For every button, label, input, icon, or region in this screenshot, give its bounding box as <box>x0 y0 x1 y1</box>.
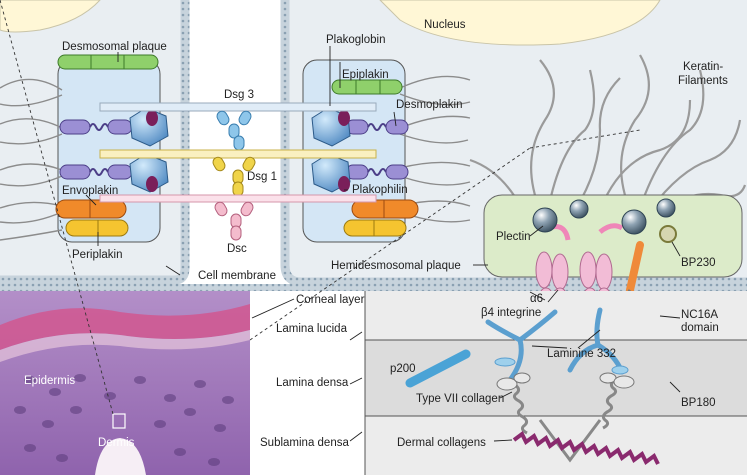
label-plakoglobin: Plakoglobin <box>326 34 385 46</box>
label-desmosomal-plaque: Desmosomal plaque <box>62 41 167 53</box>
dermal-collagen-fibril <box>512 430 660 466</box>
label-bp230: BP230 <box>681 257 716 269</box>
laminin-ends <box>494 357 629 375</box>
right-periplakin <box>343 219 407 237</box>
label-dermal-collagens: Dermal collagens <box>397 437 486 449</box>
label-epiplakin: Epiplakin <box>342 69 389 81</box>
label-dsc: Dsc <box>227 243 247 255</box>
right-envoplakin <box>351 199 419 219</box>
left-plakophilin-1 <box>146 110 158 126</box>
zone-separators <box>364 291 747 475</box>
label-p200: p200 <box>390 363 416 375</box>
label-type-vii-collagen: Type VII collagen <box>416 393 504 405</box>
basal-membrane <box>0 284 747 291</box>
zoom-lines <box>0 0 641 415</box>
left-epiplakin <box>57 54 159 70</box>
plectin-ball-4 <box>656 198 676 218</box>
left-desmoplakin-row1 <box>59 119 133 135</box>
label-beta4-integrine: β4 integrine <box>481 307 541 319</box>
label-corneal-layer: Corneal layer <box>296 294 365 306</box>
label-dermis: Dermis <box>98 437 135 449</box>
label-cell-membrane: Cell membrane <box>198 270 276 282</box>
label-alpha6: α6 <box>530 293 543 305</box>
dsg3-cadherin <box>99 102 377 151</box>
label-epidermis: Epidermis <box>24 375 75 387</box>
label-lamina-lucida: Lamina lucida <box>276 323 348 335</box>
label-plakophilin: Plakophilin <box>352 184 408 196</box>
label-keratin-1: Keratin- <box>683 61 723 73</box>
label-envoplakin: Envoplakin <box>62 185 118 197</box>
right-desmoplakin-row1 <box>345 119 409 135</box>
left-keratin-filaments <box>0 78 63 241</box>
right-epiplakin <box>331 79 403 95</box>
label-hemidesmosomal-plaque: Hemidesmosomal plaque <box>331 260 461 272</box>
bp230-ring <box>659 225 677 243</box>
label-nc16a-2: domain <box>681 322 719 334</box>
right-plakophilin-2 <box>338 176 350 192</box>
nucleus <box>379 0 661 46</box>
label-keratin-2: Filaments <box>678 75 728 87</box>
left-nucleus <box>0 0 101 33</box>
label-plectin: Plectin <box>496 231 531 243</box>
label-bp180: BP180 <box>681 397 716 409</box>
label-dsg1: Dsg 1 <box>247 171 277 183</box>
label-nc16a-1: NC16A <box>681 309 718 321</box>
label-sublamina-densa: Sublamina densa <box>260 437 349 449</box>
plectin-ball-3 <box>621 209 647 235</box>
leader-lines <box>85 46 681 442</box>
label-laminine-332: Laminine 332 <box>547 348 616 360</box>
laminin-332-left <box>485 309 558 383</box>
dsc-cadherin <box>99 194 377 241</box>
label-dsg3: Dsg 3 <box>224 89 254 101</box>
collagen-anchors <box>496 372 635 391</box>
tissue-section <box>0 291 250 475</box>
label-nucleus: Nucleus <box>424 19 466 31</box>
p200 <box>405 349 471 388</box>
plectin-ball-1 <box>532 207 558 233</box>
type-vii-collagen <box>512 378 618 463</box>
right-keratin-filaments <box>399 75 471 223</box>
right-plakophilin-1 <box>338 110 350 126</box>
plectin-ball-2 <box>569 199 589 219</box>
left-plakophilin-2 <box>146 176 158 192</box>
label-periplakin: Periplakin <box>72 249 123 261</box>
label-lamina-densa: Lamina densa <box>276 377 349 389</box>
left-desmoplakin-row2 <box>59 164 133 180</box>
left-envoplakin <box>55 199 127 219</box>
right-desmoplakin-row2 <box>345 164 409 180</box>
left-periplakin <box>65 219 129 237</box>
label-desmoplakin: Desmoplakin <box>396 99 462 111</box>
